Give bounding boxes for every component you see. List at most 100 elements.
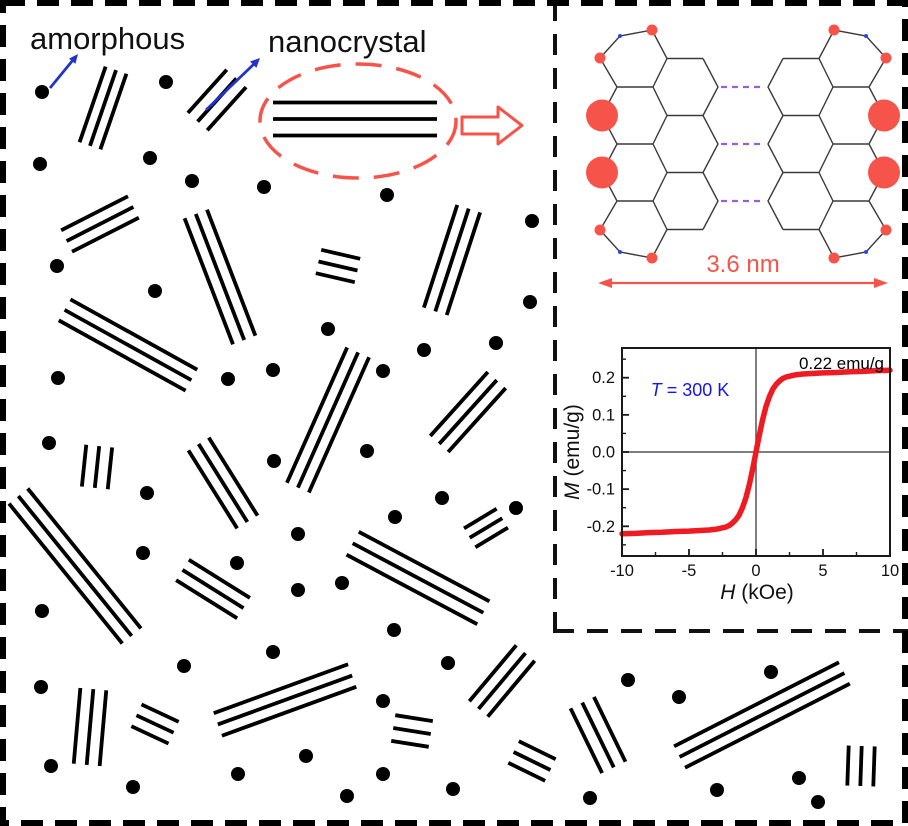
- scale-label: 3.6 nm: [706, 251, 779, 278]
- nanocrystal-line: [205, 209, 258, 337]
- nanocrystal-line: [444, 211, 482, 316]
- nanocrystal-line: [285, 346, 349, 484]
- nanocrystal-lines: [673, 660, 851, 770]
- nanocrystal-line: [97, 690, 109, 767]
- amorphous-dot: [811, 795, 825, 809]
- nanocrystal-line: [71, 687, 83, 764]
- nanocrystal-line: [98, 73, 129, 151]
- nanocrystal-line: [182, 217, 235, 345]
- amorphous-dot: [672, 690, 686, 704]
- nanocrystal-lines: [463, 507, 509, 549]
- amorphous-dot: [50, 259, 64, 273]
- nanocrystal-lines: [273, 100, 437, 138]
- amorphous-dot: [583, 791, 597, 805]
- oxygen-dot: [646, 24, 658, 36]
- amorphous-dot: [360, 444, 374, 458]
- amorphous-arrow: [48, 54, 78, 89]
- nanocrystal-lines: [467, 644, 537, 718]
- nanocrystal-line: [568, 707, 604, 774]
- nanocrystal-line: [205, 85, 248, 132]
- amorphous-dot: [764, 665, 778, 679]
- amorphous-dot: [35, 85, 49, 99]
- nanocrystal-lines: [130, 702, 180, 746]
- nanocrystal-line: [221, 685, 357, 738]
- amorphous-dot: [446, 782, 460, 796]
- nanocrystal-lines: [175, 558, 251, 620]
- nanocrystal-line: [463, 507, 498, 530]
- nanocrystal-arrowhead-icon: [250, 58, 260, 68]
- nanocrystal-line: [392, 726, 432, 736]
- amorphous-dot: [159, 75, 173, 89]
- y-tick-label: 0.2: [592, 369, 615, 387]
- nanocrystal-line: [175, 578, 239, 620]
- amorphous-dot: [376, 364, 390, 378]
- nanocrystal-line: [845, 745, 851, 786]
- amorphous-dot: [792, 771, 806, 785]
- x-tick-label: -10: [610, 562, 634, 580]
- amorphous-dot: [148, 284, 162, 298]
- large-red-site: [586, 99, 618, 132]
- nanocrystal-line: [60, 194, 129, 233]
- amorphous-dot: [380, 188, 394, 202]
- nanocrystal-line: [320, 247, 361, 261]
- amorphous-dot: [435, 491, 449, 505]
- amorphous-dot: [441, 656, 455, 670]
- nanocrystal-line: [186, 449, 239, 530]
- nanocrystal-line: [357, 530, 491, 603]
- amorphous-dot: [33, 157, 47, 171]
- nanocrystal-arrow-line: [205, 62, 255, 112]
- nanocrystal-line: [871, 746, 877, 787]
- nanocrystal-line: [468, 516, 504, 540]
- amorphous-arrowhead-icon: [69, 54, 78, 64]
- x-tick-label: -5: [682, 562, 697, 580]
- nanocrystal-line: [437, 378, 499, 446]
- amorphous-dot: [44, 759, 58, 773]
- amorphous-dot: [221, 372, 235, 386]
- nanocrystal-line: [467, 644, 518, 703]
- nanocrystal-lines: [428, 370, 508, 454]
- nanocrystal-lines: [77, 65, 129, 151]
- label-amorphous: amorphous: [30, 21, 185, 56]
- nanocrystal-line: [69, 297, 199, 372]
- nanocrystal-line: [130, 724, 170, 746]
- nanocrystal-line: [351, 541, 485, 615]
- nanocrystal-lines: [507, 739, 557, 783]
- nanocrystal-line: [194, 213, 246, 341]
- nanocrystal-line: [181, 568, 245, 610]
- nanocrystal-line: [390, 738, 430, 749]
- nanocrystal-lines: [345, 530, 491, 626]
- amorphous-dot: [509, 501, 523, 515]
- amorphous-arrow-line: [48, 59, 75, 89]
- nanocrystal-line: [296, 351, 360, 489]
- amorphous-dot: [291, 527, 305, 541]
- nanocrystal-line: [512, 750, 552, 772]
- oxygen-dot: [594, 224, 606, 236]
- nanocrystal-line: [71, 215, 140, 254]
- nanocrystal-lines: [213, 662, 357, 738]
- amorphous-dot: [267, 454, 281, 468]
- nanocrystal-line: [92, 445, 102, 489]
- nanocrystal-line: [26, 487, 143, 630]
- temperature-annotation: T = 300 K: [651, 380, 730, 400]
- saturation-annotation: 0.22 emu/g: [799, 354, 884, 373]
- molecule-bonds: [599, 29, 719, 259]
- nitrogen-dot: [618, 34, 622, 38]
- inset-panel-border: [553, 0, 908, 633]
- nanocrystal-line: [213, 662, 349, 715]
- amorphous-dot: [136, 546, 150, 560]
- nanocrystal-line: [57, 318, 187, 393]
- nanocrystal-line: [433, 208, 471, 312]
- nanocrystal-lines: [285, 346, 371, 494]
- y-tick-label: -0.2: [587, 518, 615, 536]
- amorphous-dot: [230, 556, 244, 570]
- nanocrystal-line: [315, 271, 356, 285]
- nanocrystal-line: [7, 502, 124, 645]
- nanocrystal-line: [518, 739, 557, 761]
- nanocrystal-line: [79, 444, 89, 487]
- oxygen-dot: [594, 52, 606, 64]
- amorphous-dot: [376, 767, 390, 781]
- nanocrystal-lines: [79, 444, 115, 490]
